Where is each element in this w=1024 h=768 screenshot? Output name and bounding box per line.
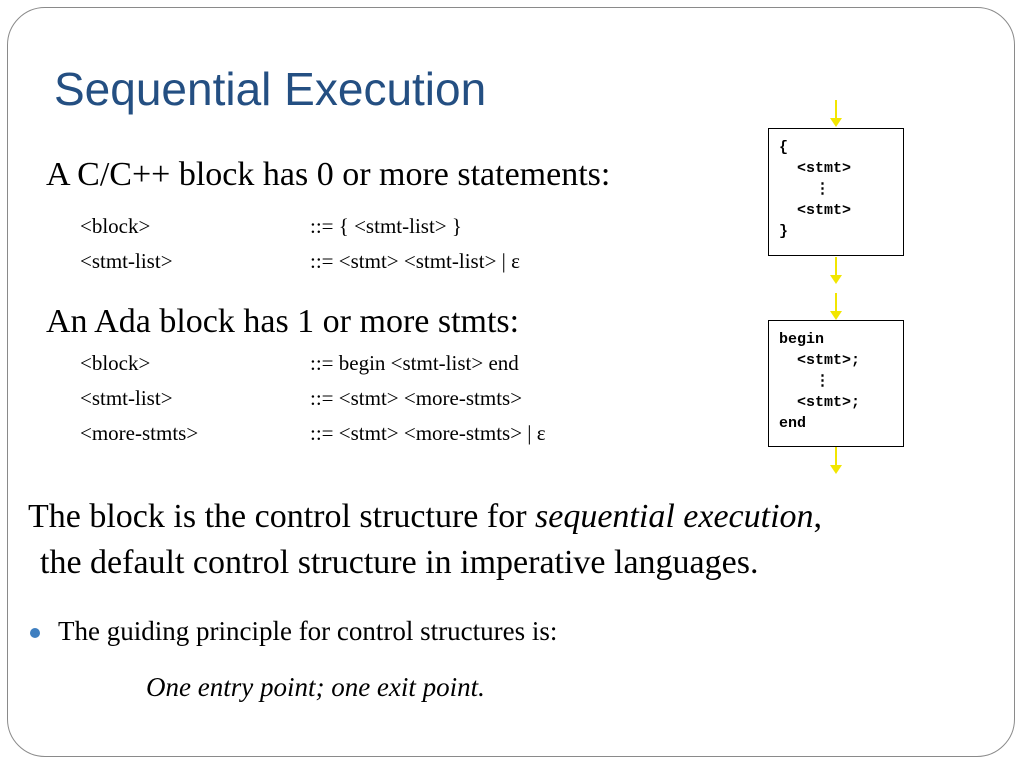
grammar-rhs: ::= <stmt> <more-stmts> | ε [310, 421, 546, 445]
code-line: <stmt> [779, 160, 852, 177]
c-block-heading: A C/C++ block has 0 or more statements: [46, 156, 611, 193]
grammar-lhs: <stmt-list> [80, 249, 173, 273]
slide-frame [7, 7, 1015, 757]
bullet-text: The guiding principle for control struct… [58, 616, 558, 646]
grammar-lhs: <block> [80, 214, 151, 238]
c-entry-arrow-icon [830, 100, 842, 127]
code-line: begin [779, 331, 825, 348]
emphasis-sequential-execution: sequential execution [535, 498, 814, 535]
grammar-rhs: ::= <stmt> <more-stmts> [310, 386, 523, 410]
grammar-rhs: ::= <stmt> <stmt-list> | ε [310, 249, 520, 273]
slide-title: Sequential Execution [54, 63, 487, 115]
grammar-lhs: <stmt-list> [80, 386, 173, 410]
ada-entry-arrow-icon [830, 293, 842, 320]
code-line: { [779, 139, 789, 156]
ada-code-box: begin <stmt>; ⋮ <stmt>; end [768, 320, 904, 447]
grammar-rhs: ::= { <stmt-list> } [310, 214, 462, 238]
block-description-line-2: the default control structure in imperat… [40, 544, 759, 581]
text-segment: The block is the control structure for [28, 498, 536, 535]
code-line: <stmt>; [779, 352, 861, 369]
code-line: ⋮ [779, 181, 831, 198]
c-exit-arrow-icon [830, 257, 842, 284]
grammar-lhs: <block> [80, 351, 151, 375]
code-line: <stmt>; [779, 394, 861, 411]
code-line: } [779, 223, 789, 240]
ada-exit-arrow-icon [830, 447, 842, 474]
code-line: end [779, 415, 807, 432]
code-line: ⋮ [779, 373, 831, 390]
text-segment: , [813, 498, 823, 535]
bullet-dot-icon [30, 628, 40, 638]
grammar-lhs: <more-stmts> [80, 421, 199, 445]
grammar-rhs: ::= begin <stmt-list> end [310, 351, 519, 375]
ada-block-heading: An Ada block has 1 or more stmts: [46, 303, 520, 340]
principle-statement: One entry point; one exit point. [146, 672, 485, 702]
block-description-line-1: The block is the control structure for s… [28, 498, 822, 536]
code-line: <stmt> [779, 202, 852, 219]
c-code-box: { <stmt> ⋮ <stmt> } [768, 128, 904, 256]
